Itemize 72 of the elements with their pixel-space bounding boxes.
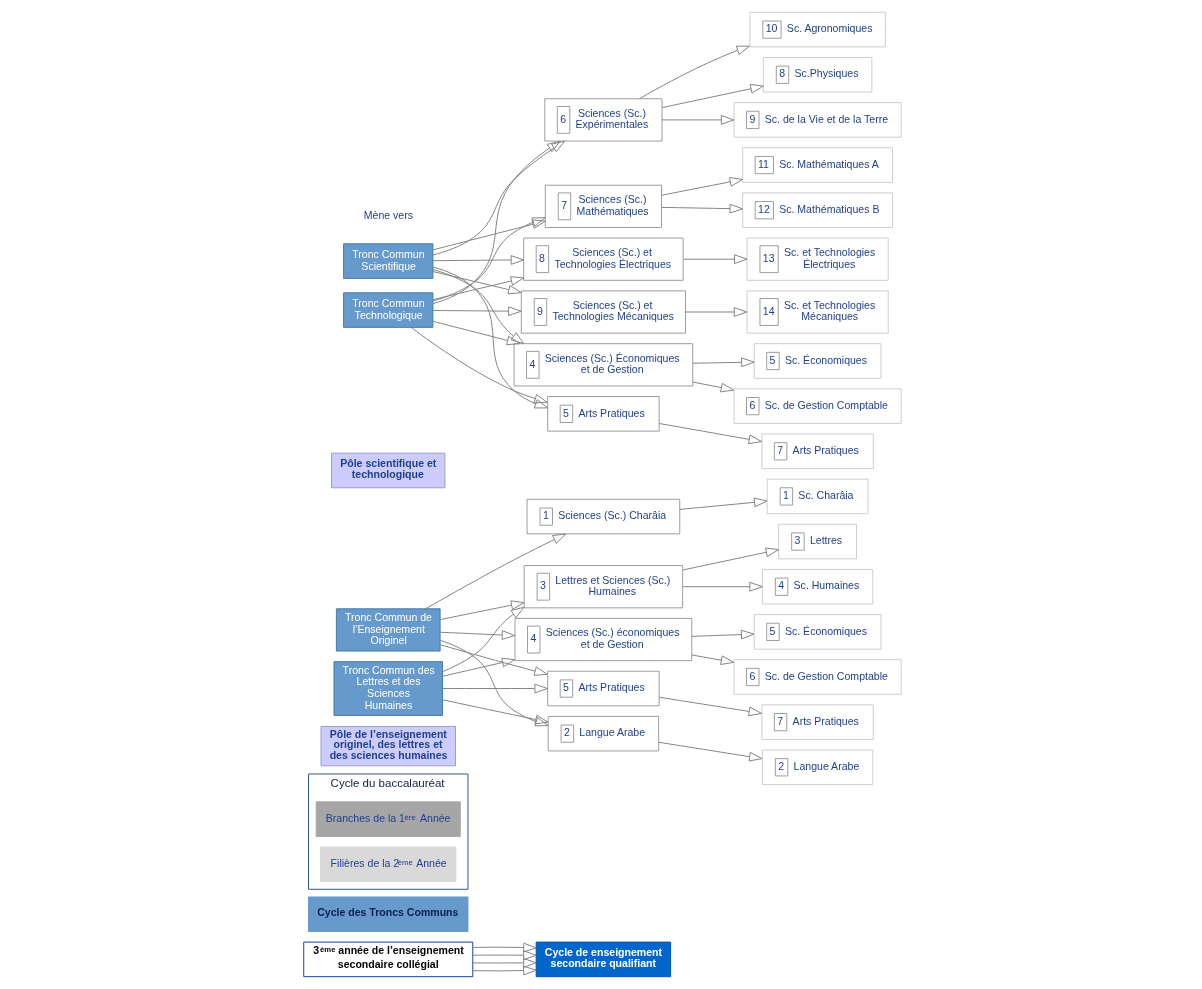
- arrow: [425, 533, 567, 610]
- node-box: 2 Langue Arabe: [547, 715, 660, 752]
- arrow: [432, 306, 522, 316]
- node-box: 2 Langue Arabe: [761, 749, 874, 786]
- arrow: [658, 741, 763, 762]
- node-box: 5 Sc. Économiques: [753, 343, 882, 379]
- arrow: [692, 357, 755, 368]
- arrow: [691, 629, 755, 640]
- arrow: [432, 271, 522, 295]
- arrow: [432, 320, 521, 346]
- node-box: Pôle de l’enseignement originel, des lettres et des sciences humaines: [320, 726, 456, 767]
- arrow: [432, 219, 546, 251]
- arrow: [442, 657, 516, 677]
- arrow: [439, 639, 549, 727]
- node-box: 5 Sc. Économiques: [753, 614, 882, 650]
- arrow: [682, 254, 748, 265]
- node-box: 6 Sc. de Gestion Comptable: [733, 388, 902, 424]
- arrow: [442, 699, 549, 725]
- node-box: 4 Sc. Humaines: [761, 568, 874, 605]
- node-box: 9 Sc. de la Vie et de la Terre: [733, 102, 902, 138]
- node-box: 12 Sc. Mathématiques B: [742, 192, 893, 228]
- node-box: 5 Arts Pratiques: [547, 396, 660, 432]
- arrow: [661, 83, 764, 109]
- arrow: [432, 269, 525, 345]
- arrow: [432, 140, 561, 305]
- legend-label: Mène vers: [363, 208, 414, 221]
- arrow: [432, 255, 525, 265]
- arrow: [685, 307, 748, 317]
- arrow: [472, 950, 537, 961]
- node-box: 4 Sciences (Sc.) économiques et de Gestion: [514, 617, 693, 662]
- arrow: [692, 381, 735, 393]
- node-box: Tronc Commun Scientifique: [343, 243, 434, 279]
- arrow: [658, 423, 763, 445]
- arrow: [472, 965, 537, 976]
- arrow: [691, 654, 735, 665]
- node-box: 4 Sciences (Sc.) Économiques et de Gestion: [513, 343, 694, 387]
- node-box: 7 Arts Pratiques: [761, 704, 874, 740]
- node-box: 3 Lettres: [778, 523, 857, 560]
- arrow: [432, 276, 525, 301]
- node-box: 8 Sc.Physiques: [762, 57, 873, 93]
- node-box: Cycle des Troncs Communs: [308, 896, 469, 932]
- node-box: 6 Sc. de Gestion Comptable: [733, 659, 902, 695]
- arrow: [638, 45, 750, 100]
- arrow: [472, 942, 537, 953]
- node-box: 1 Sc. Charâia: [766, 478, 869, 515]
- node-box: Pôle scientifique et technologique: [331, 452, 446, 489]
- arrow: [682, 581, 763, 592]
- arrow: [439, 644, 548, 676]
- arrow: [661, 203, 744, 214]
- arrow: [439, 630, 516, 640]
- arrow: [439, 600, 525, 621]
- arrow: [442, 606, 525, 673]
- node-box: 10 Sc. Agronomiques: [749, 11, 886, 48]
- node-box: 11 Sc. Mathématiques A: [742, 147, 893, 183]
- arrow: [410, 327, 548, 404]
- arrow: [432, 140, 565, 256]
- node-box: Tronc Commun Technologique: [343, 292, 434, 328]
- node-box: 1 Sciences (Sc.) Charâia: [526, 498, 681, 535]
- arrow: [679, 497, 768, 510]
- node-box: 7 Arts Pratiques: [761, 433, 874, 470]
- node-box: Tronc Commun de l’Enseignement Originel: [335, 608, 441, 652]
- arrow: [661, 177, 744, 196]
- node-box: 3 Lettres et Sciences (Sc.) Humaines: [523, 565, 684, 609]
- arrow: [682, 547, 780, 571]
- arrow: [432, 217, 546, 302]
- node-box: Tronc Commun des Lettres et des Sciences Humaines: [333, 661, 443, 716]
- arrow: [661, 115, 735, 125]
- node-box: Cycle de enseignement secondaire qualifiant: [535, 941, 672, 978]
- arrow: [472, 958, 537, 968]
- node-box: 5 Arts Pratiques: [547, 670, 660, 707]
- arrow: [658, 696, 763, 717]
- arrow: [442, 683, 548, 694]
